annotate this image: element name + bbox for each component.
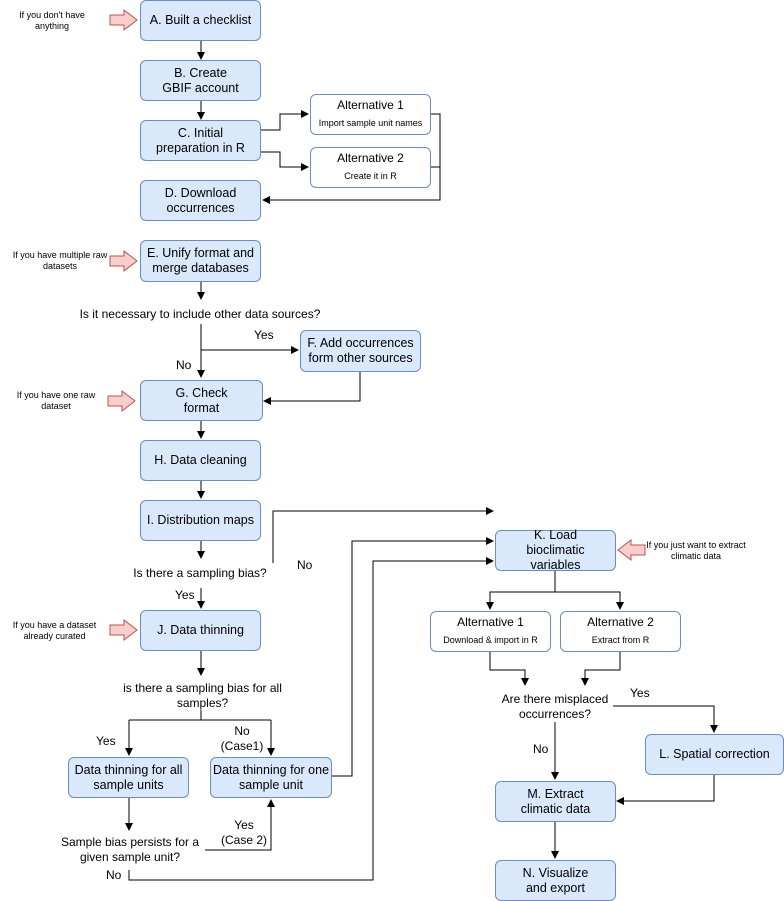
question-other-sources: Is it necessary to include other data so… bbox=[79, 307, 321, 321]
node-c-label: C. Initial preparation in R bbox=[156, 125, 245, 155]
node-a-label: A. Built a checklist bbox=[149, 13, 252, 27]
entry-arrow-g bbox=[107, 389, 136, 413]
entry-note-a: If you don't have anything bbox=[19, 10, 85, 31]
c-alt1-title: Alternative 1 bbox=[337, 98, 404, 112]
entry-arrow-a bbox=[109, 8, 138, 32]
node-c-initial-preparation: C. Initial preparation in R bbox=[140, 120, 261, 161]
question-misplaced-occurrences: Are there misplaced occurrences? bbox=[501, 692, 609, 721]
node-j-data-thinning: J. Data thinning bbox=[140, 610, 261, 651]
edge-q4-one bbox=[205, 799, 275, 851]
edge-c-alt2 bbox=[261, 151, 309, 171]
k-alt1-subtitle: Download & import in R bbox=[443, 635, 538, 645]
c-alt2-subtitle: Create it in R bbox=[344, 171, 397, 181]
node-i-distribution-maps: I. Distribution maps bbox=[140, 500, 261, 541]
edge-l-m bbox=[616, 775, 715, 805]
node-k-label: K. Load bioclimatic variables bbox=[526, 528, 585, 572]
node-k-alternative-1: Alternative 1 Download & import in R bbox=[430, 611, 551, 652]
node-e-label: E. Unify format and merge databases bbox=[147, 246, 254, 275]
question-sampling-bias: Is there a sampling bias? bbox=[133, 566, 267, 580]
c-alt1-subtitle: Import sample unit names bbox=[318, 118, 423, 128]
node-k-load-bioclimatic: K. Load bioclimatic variables bbox=[495, 528, 616, 572]
label-persist-no: No bbox=[106, 868, 122, 882]
entry-arrow-e bbox=[109, 249, 138, 273]
node-m-label: M. Extract climatic data bbox=[520, 786, 591, 816]
entry-note-j: If you have a dataset already curated bbox=[12, 620, 97, 641]
node-n-label: N. Visualize and export bbox=[522, 865, 589, 895]
node-m-extract-climatic: M. Extract climatic data bbox=[495, 781, 616, 822]
k-alt2-title: Alternative 2 bbox=[587, 615, 654, 629]
k-alt2-subtitle: Extract from R bbox=[591, 635, 650, 645]
node-f-add-occurrences: F. Add occurrences form other sources bbox=[300, 330, 421, 372]
edge-f-g bbox=[263, 372, 361, 405]
node-h-data-cleaning: H. Data cleaning bbox=[140, 440, 261, 481]
label-other-no: No bbox=[176, 358, 192, 372]
node-b-label: B. Create GBIF account bbox=[162, 65, 239, 95]
edge-alt1-q5 bbox=[489, 652, 529, 686]
label-misplaced-yes: Yes bbox=[630, 686, 650, 700]
thin-one-label: Data thinning for one sample unit bbox=[212, 762, 330, 792]
node-h-label: H. Data cleaning bbox=[154, 453, 247, 467]
label-misplaced-no: No bbox=[533, 742, 549, 756]
node-g-label: G. Check format bbox=[175, 385, 228, 415]
node-d-download-occurrences: D. Download occurrences bbox=[140, 180, 261, 221]
edge-k-alt1 bbox=[486, 571, 556, 610]
entry-arrow-k bbox=[617, 538, 646, 562]
entry-note-g: If you have one raw dataset bbox=[16, 390, 96, 411]
edge-c-alt1 bbox=[261, 110, 309, 131]
node-thinning-all-sample-units: Data thinning for all sample units bbox=[68, 757, 189, 798]
edge-q2-k bbox=[272, 507, 494, 563]
label-persist-yes: Yes (Case 2) bbox=[220, 818, 267, 847]
node-e-unify-format: E. Unify format and merge databases bbox=[140, 240, 261, 282]
question-bias-persists: Sample bias persists for a given sample … bbox=[60, 835, 200, 864]
node-k-alternative-2: Alternative 2 Extract from R bbox=[560, 611, 681, 652]
label-all-yes: Yes bbox=[96, 734, 116, 748]
edge-alt1-d bbox=[262, 113, 441, 204]
edge-one-k bbox=[332, 537, 494, 777]
label-all-no: No (Case1) bbox=[220, 724, 264, 753]
node-j-label: J. Data thinning bbox=[157, 623, 244, 637]
label-other-yes: Yes bbox=[254, 328, 274, 342]
node-f-label: F. Add occurrences form other sources bbox=[307, 336, 414, 365]
edge-q4-k bbox=[128, 557, 494, 881]
node-c-alternative-2: Alternative 2 Create it in R bbox=[310, 147, 431, 188]
label-bias-no: No bbox=[297, 558, 313, 572]
edge-k-alt2 bbox=[555, 591, 624, 610]
edge-q5-l bbox=[613, 705, 718, 733]
k-alt1-title: Alternative 1 bbox=[457, 615, 524, 629]
node-g-check-format: G. Check format bbox=[140, 380, 263, 421]
node-l-spatial-correction: L. Spatial correction bbox=[645, 734, 784, 775]
entry-arrow-j bbox=[109, 618, 138, 642]
entry-arrows bbox=[107, 8, 646, 642]
edge-q3-all bbox=[129, 719, 271, 755]
edge-alt2-q5 bbox=[581, 652, 621, 686]
node-b-create-gbif-account: B. Create GBIF account bbox=[140, 60, 261, 101]
entry-note-e: If you have multiple raw datasets bbox=[12, 250, 108, 271]
node-d-label: D. Download occurrences bbox=[164, 185, 237, 215]
label-bias-yes: Yes bbox=[175, 588, 195, 602]
node-n-visualize-export: N. Visualize and export bbox=[495, 860, 616, 901]
node-l-label: L. Spatial correction bbox=[659, 747, 770, 761]
node-a-build-checklist: A. Built a checklist bbox=[140, 0, 261, 41]
entry-note-k: If you just want to extract climatic dat… bbox=[646, 540, 746, 561]
node-i-label: I. Distribution maps bbox=[147, 513, 254, 527]
node-c-alternative-1: Alternative 1 Import sample unit names bbox=[310, 94, 431, 135]
c-alt2-title: Alternative 2 bbox=[337, 151, 404, 165]
node-thinning-one-sample-unit: Data thinning for one sample unit bbox=[210, 757, 332, 798]
question-bias-all-samples: is there a sampling bias for all samples… bbox=[123, 681, 282, 710]
thin-all-label: Data thinning for all sample units bbox=[74, 762, 183, 792]
